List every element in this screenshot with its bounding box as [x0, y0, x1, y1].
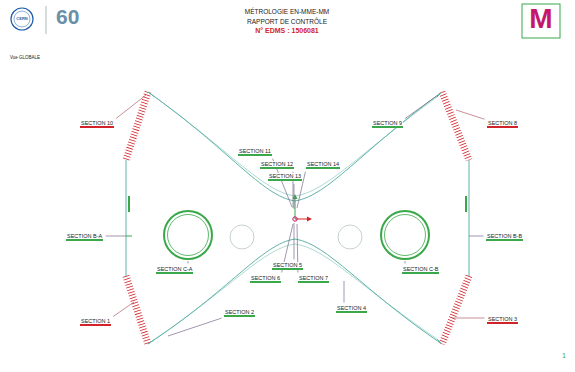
- bore-circles: [164, 211, 429, 259]
- leader-line: [113, 302, 134, 317]
- part-outline: [126, 92, 469, 344]
- leader-line: [405, 95, 438, 119]
- hatched-edge: [126, 92, 469, 344]
- section-label: SECTION 14: [306, 161, 340, 169]
- origin-marker: [293, 194, 313, 222]
- leader-line: [456, 110, 485, 119]
- report-heading: MÉTROLOGIE EN-MME-MM: [245, 8, 330, 15]
- section-label: SECTION B-B: [486, 233, 523, 241]
- leader-line: [469, 236, 484, 237]
- section-label: SECTION 11: [238, 148, 272, 156]
- leader-line: [188, 261, 189, 264]
- section-label: SECTION C-A: [156, 266, 193, 274]
- section-label: SECTION 12: [260, 161, 294, 169]
- leader-line: [405, 261, 406, 264]
- anniversary-logo: 60: [56, 5, 79, 29]
- section-label: SECTION C-B: [402, 266, 439, 274]
- view-name: Vue GLOBALE: [10, 55, 40, 60]
- logo-separator: [46, 6, 47, 34]
- section-label: SECTION B-A: [66, 233, 103, 241]
- leader-line: [452, 318, 485, 319]
- section-label: SECTION 8: [487, 120, 518, 128]
- leader-line: [294, 223, 295, 260]
- leader-line: [344, 281, 345, 303]
- leader-line: [106, 236, 126, 237]
- section-label: SECTION 3: [487, 316, 518, 324]
- page-number: 1: [562, 352, 566, 360]
- logo-letter: M: [529, 3, 552, 35]
- logo-text: CERN: [16, 17, 27, 22]
- section-label: SECTION 9: [372, 120, 403, 128]
- section-label: SECTION 1: [80, 318, 111, 326]
- section-label: SECTION 13: [268, 173, 302, 181]
- section-label: SECTION 6: [250, 275, 281, 283]
- cern-logo: [11, 8, 33, 30]
- section-marks: [126, 196, 466, 236]
- section-label: SECTION 10: [80, 120, 114, 128]
- leader-line: [116, 95, 146, 118]
- section-label: SECTION 7: [298, 275, 329, 283]
- leader-line: [294, 184, 295, 209]
- report-title: RAPPORT DE CONTRÔLE: [247, 18, 327, 25]
- document-number: N° EDMS : 1506081: [255, 27, 319, 35]
- cern-logo-ring: [14, 11, 30, 27]
- section-label: SECTION 2: [224, 309, 255, 317]
- leader-line: [168, 318, 222, 336]
- section-label: SECTION 4: [336, 305, 367, 313]
- mme-logo-frame: [522, 4, 560, 38]
- section-label: SECTION 5: [272, 262, 303, 270]
